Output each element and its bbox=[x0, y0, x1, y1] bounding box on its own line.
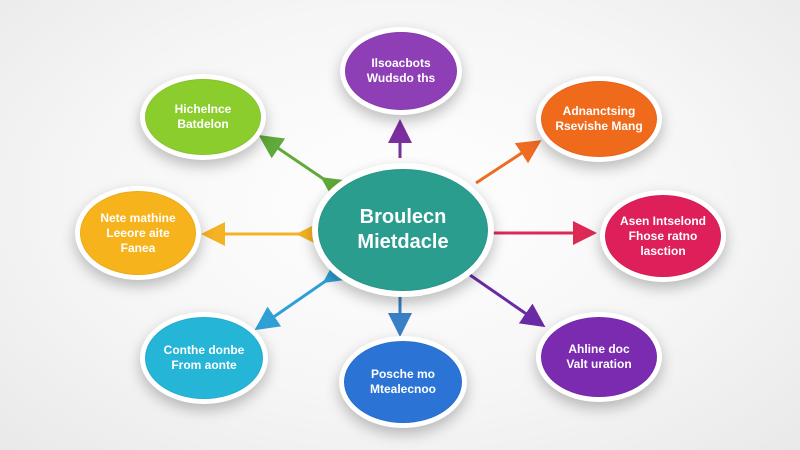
node-bottom-line-1: Posche mo bbox=[370, 367, 435, 381]
node-top-left-line-1: Hichelnce bbox=[174, 102, 232, 116]
node-top-right-line-2: Rsevishe Mang bbox=[555, 119, 643, 133]
node-top-right-label: Adnanctsing Rsevishe Mang bbox=[545, 104, 652, 134]
node-bottom-right-line-2: Valt uration bbox=[566, 357, 632, 371]
node-left[interactable]: Nete mathine Leeore aite Fanea bbox=[75, 186, 201, 280]
node-bottom-left[interactable]: Conthe donbe From aonte bbox=[140, 312, 268, 404]
node-bottom[interactable]: Posche mo Mtealecnoo bbox=[339, 336, 467, 428]
node-bottom-right[interactable]: Ahline doc Valt uration bbox=[536, 312, 662, 402]
node-bottom-right-line-1: Ahline doc bbox=[568, 342, 630, 356]
arrow-to-bottom-left bbox=[254, 259, 350, 331]
node-bottom-left-line-2: From aonte bbox=[171, 358, 237, 372]
node-right-line-3: lasction bbox=[640, 243, 686, 258]
arrow-to-top-left bbox=[258, 134, 348, 201]
node-right-label: Asen Intselond Fhose ratno lasction bbox=[610, 214, 716, 259]
node-top-line-1: Ilsoacbots bbox=[371, 56, 431, 70]
node-top-line-2: Wudsdo ths bbox=[366, 71, 436, 85]
node-bottom-label: Posche mo Mtealecnoo bbox=[360, 367, 446, 397]
node-top-label: Ilsoacbots Wudsdo ths bbox=[357, 56, 445, 86]
arrow-to-top-right bbox=[475, 140, 542, 185]
node-top[interactable]: Ilsoacbots Wudsdo ths bbox=[340, 27, 462, 115]
center-node[interactable]: Broulecn Mietdacle bbox=[312, 163, 494, 297]
node-right-line-2: Fhose ratno bbox=[628, 228, 698, 243]
center-line-2: Mietdacle bbox=[357, 231, 449, 253]
node-top-left-label: Hichelnce Batdelon bbox=[165, 102, 242, 132]
node-bottom-right-label: Ahline doc Valt uration bbox=[556, 342, 641, 372]
node-top-left[interactable]: Hichelnce Batdelon bbox=[140, 74, 266, 160]
node-bottom-left-label: Conthe donbe From aonte bbox=[154, 343, 255, 373]
node-bottom-left-line-1: Conthe donbe bbox=[163, 343, 245, 357]
node-right-line-1: Asen Intselond bbox=[619, 213, 706, 228]
center-node-label: Broulecn Mietdacle bbox=[347, 205, 458, 255]
node-right[interactable]: Asen Intselond Fhose ratno lasction bbox=[600, 190, 726, 282]
node-top-right[interactable]: Adnanctsing Rsevishe Mang bbox=[536, 76, 662, 162]
node-left-line-1: Nete mathine bbox=[100, 210, 176, 225]
node-bottom-line-2: Mtealecnoo bbox=[369, 382, 436, 396]
node-left-line-2: Leeore aite bbox=[106, 225, 170, 240]
node-top-left-line-2: Batdelon bbox=[177, 117, 229, 131]
center-line-1: Broulecn bbox=[359, 206, 447, 228]
arrow-to-bottom-right bbox=[469, 273, 546, 328]
node-left-label: Nete mathine Leeore aite Fanea bbox=[90, 211, 185, 256]
node-left-line-3: Fanea bbox=[120, 240, 156, 255]
node-top-right-line-1: Adnanctsing bbox=[562, 104, 636, 118]
